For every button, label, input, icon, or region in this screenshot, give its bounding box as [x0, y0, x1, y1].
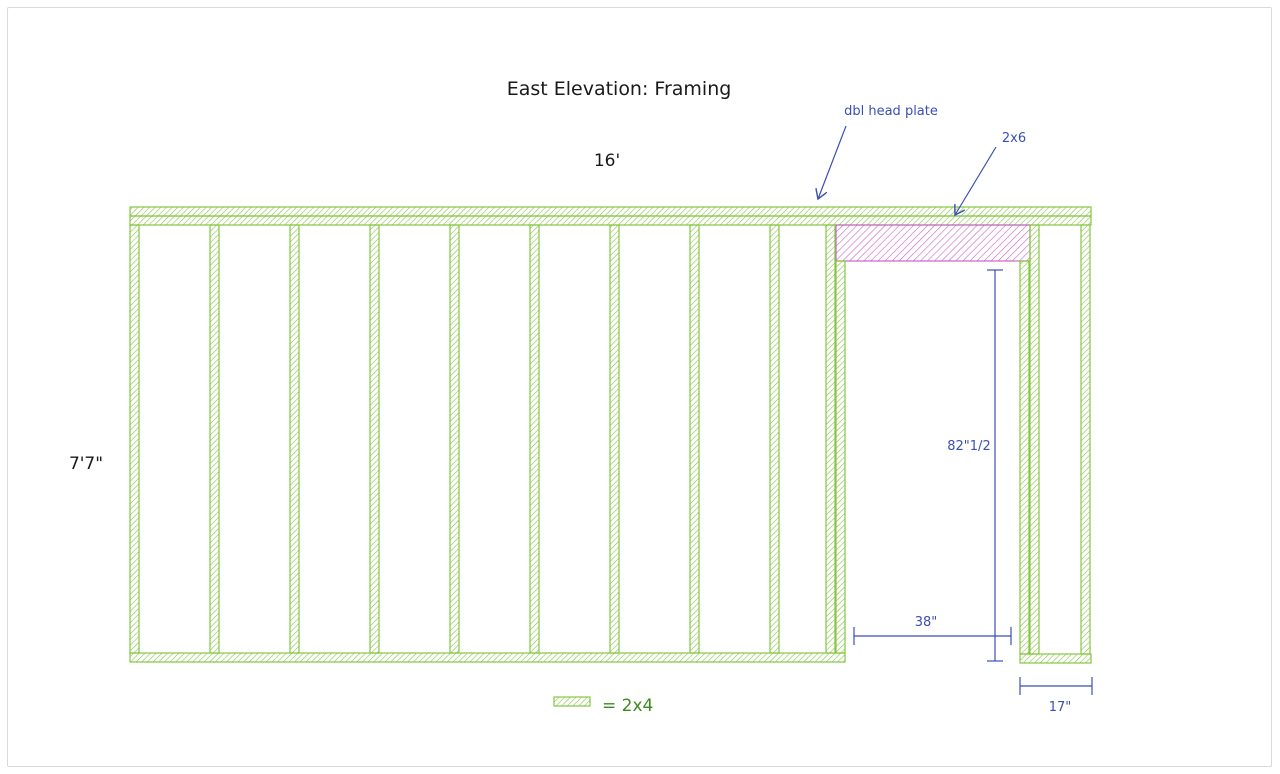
stud [209, 224, 220, 654]
door-height-dimension: 82"1/2 [947, 269, 1003, 662]
bottom-plate-left [129, 652, 846, 663]
top-plate-upper [129, 206, 1092, 217]
top-plate-lower [129, 215, 1092, 226]
diagram-title: East Elevation: Framing [507, 78, 732, 100]
bottom-plates [129, 652, 1092, 664]
end-stud [1080, 224, 1091, 655]
header-label: 2x6 [1002, 131, 1026, 146]
stud [689, 224, 700, 654]
stud [129, 224, 140, 654]
side-bay-label: 17" [1049, 700, 1072, 715]
width-dimension-label: 16' [594, 151, 620, 171]
head-plate-annotation: dbl head plate [818, 104, 938, 199]
stud [289, 224, 300, 654]
door-width-label: 38" [915, 615, 938, 630]
legend: = 2x4 [553, 696, 653, 716]
side-bay-dimension: 17" [1019, 677, 1093, 715]
jack-stud-left [835, 260, 846, 654]
stud [369, 224, 380, 654]
head-plate-arrow [818, 125, 847, 199]
stud [769, 224, 780, 654]
header-annotation: 2x6 [955, 131, 1026, 215]
door-height-label: 82"1/2 [947, 439, 990, 454]
canvas-frame [7, 7, 1272, 767]
door-header-2x6 [835, 224, 1031, 262]
legend-swatch-2x4 [553, 696, 591, 707]
door-width-dimension: 38" [853, 615, 1012, 645]
stud [449, 224, 460, 654]
bottom-plate-right [1019, 653, 1092, 664]
studs [129, 224, 1091, 655]
king-stud-left [825, 224, 836, 654]
legend-label: = 2x4 [602, 696, 653, 716]
stud [529, 224, 540, 654]
double-head-plate [129, 206, 1092, 226]
height-dimension-label: 7'7" [69, 454, 103, 474]
header-arrow [955, 146, 997, 215]
king-stud-right [1029, 224, 1040, 655]
head-plate-label: dbl head plate [844, 104, 938, 119]
jack-stud-right [1019, 260, 1030, 655]
stud [609, 224, 620, 654]
